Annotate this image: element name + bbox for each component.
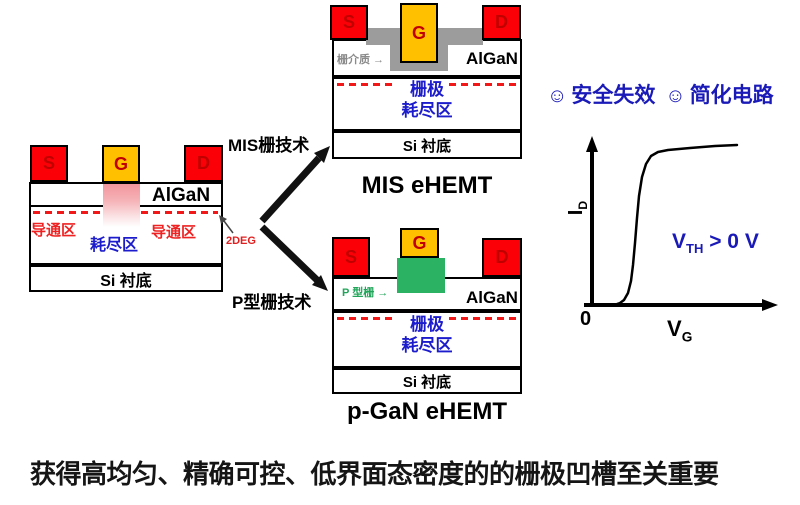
left-device-algan-label: AlGaN	[152, 185, 211, 206]
left-device-2deg-label: 2DEG	[226, 235, 256, 247]
threshold-annotation-rest: > 0 V	[703, 230, 759, 253]
pgan-device-source-contact: S	[332, 237, 370, 277]
left-device-2deg-dash-left	[33, 211, 100, 214]
threshold-annotation: VTH > 0 V	[672, 230, 759, 256]
left-device-depletion-label: 耗尽区	[90, 237, 139, 254]
pgan-device-pgate-label: P 型栅 →	[342, 287, 389, 299]
left-device-substrate: Si 衬底	[29, 265, 223, 292]
mis-technology-label: MIS栅技术	[228, 136, 310, 155]
transfer-curve	[615, 143, 739, 306]
left-device-gate-depletion-gradient	[103, 184, 140, 227]
mis-device-drain-contact: D	[482, 5, 521, 40]
mis-device-source-contact: S	[330, 5, 368, 40]
smiley-icon: ☺	[547, 85, 568, 107]
pgan-device-gate-depletion-line2: 耗尽区	[401, 336, 453, 355]
mis-path-arrow	[259, 146, 330, 224]
mis-device-gate-depletion-line2: 耗尽区	[401, 101, 453, 120]
left-device-on-region-right: 导通区	[151, 224, 197, 241]
chart-x-axis-label-sub: G	[681, 329, 693, 345]
smiley-icon: ☺	[665, 85, 686, 107]
mis-device-2deg-dash-left	[337, 83, 393, 86]
left-device-source-contact: S	[30, 145, 68, 182]
chart-y-axis-label-main: I	[565, 209, 587, 216]
chart-x-axis-label-main: V	[667, 316, 682, 341]
benefit-simplified-circuit: 简化电路	[689, 84, 774, 107]
pgan-path-arrow	[259, 224, 328, 291]
pgan-device-gate-depletion-line1: 栅极	[410, 315, 444, 334]
mis-device-algan-label: AlGaN	[466, 49, 518, 68]
benefits-header: ☺安全失效 ☺简化电路	[543, 79, 774, 109]
mis-device-gate-contact: G	[400, 3, 438, 63]
headline-text: 获得高均匀、精确可控、低界面态密度的的栅极凹槽至关重要	[30, 459, 719, 489]
pgan-device-algan-label: AlGaN	[466, 288, 518, 307]
mis-device-dielectric-label: 栅介质 →	[337, 54, 385, 66]
pgan-device-2deg-dash-left	[337, 317, 393, 320]
chart-origin-label: 0	[580, 308, 592, 330]
pgan-device-drain-contact: D	[482, 238, 522, 277]
benefit-safe-failure: 安全失效	[571, 84, 656, 107]
threshold-annotation-sub: TH	[686, 241, 704, 257]
pgan-technology-label: P型栅技术	[232, 293, 312, 312]
pgan-device-substrate: Si 衬底	[332, 368, 522, 394]
mis-device-substrate: Si 衬底	[332, 131, 522, 159]
pgan-device-gate-contact: G	[400, 228, 439, 258]
chart-x-axis	[584, 299, 778, 311]
mis-device-gate-depletion-line1: 栅极	[410, 80, 444, 99]
pgan-device-pgan-block	[397, 258, 445, 293]
pgan-device-caption: p-GaN eHEMT	[346, 398, 507, 425]
left-device-drain-contact: D	[184, 145, 223, 182]
mis-device-channel-box	[332, 77, 522, 131]
pgan-device-2deg-dash-right	[449, 317, 518, 320]
pgan-device-channel-box	[332, 311, 522, 368]
chart-y-axis-label: ID	[565, 184, 595, 232]
left-device-gate-contact: G	[102, 145, 140, 183]
threshold-annotation-v: V	[672, 230, 687, 253]
chart-y-axis-label-sub: D	[576, 200, 590, 210]
chart-x-axis-label: VG	[667, 316, 692, 344]
left-device-2deg-dash-right	[141, 211, 218, 214]
left-device-on-region-left: 导通区	[31, 222, 77, 239]
mis-device-caption: MIS eHEMT	[361, 172, 493, 199]
mis-device-2deg-dash-right	[449, 83, 518, 86]
